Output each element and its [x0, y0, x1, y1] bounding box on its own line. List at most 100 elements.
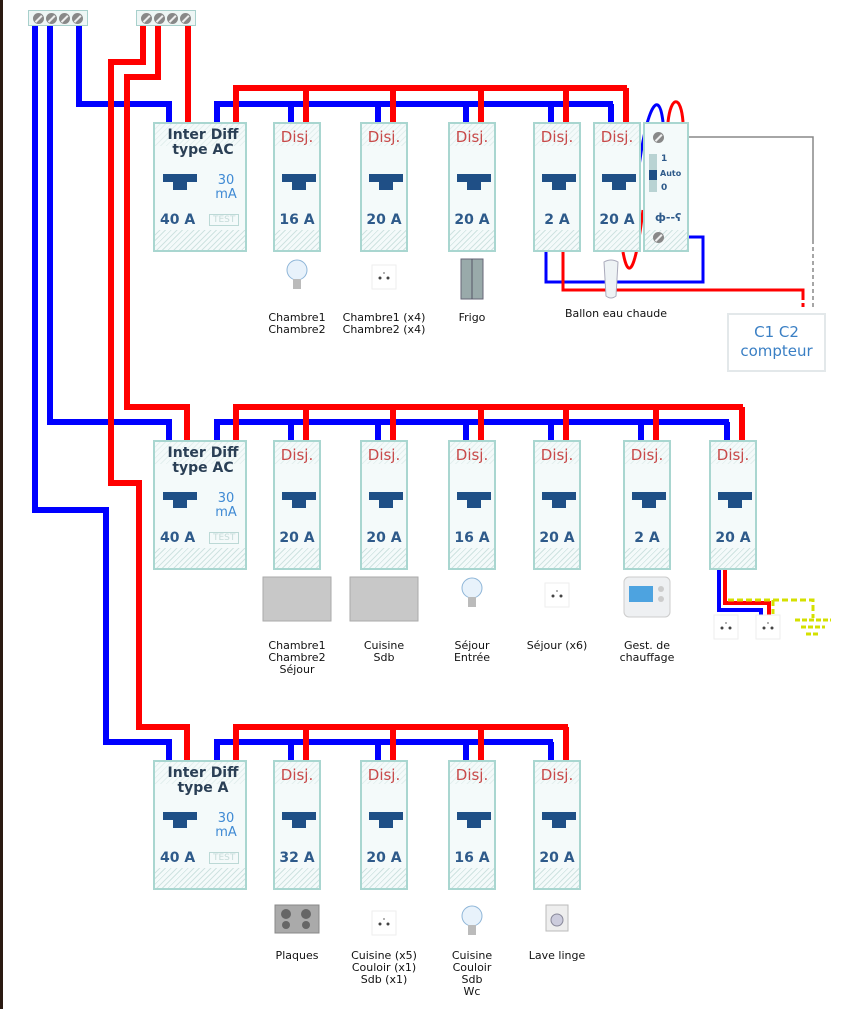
water-heater-icon	[601, 258, 621, 306]
cooktop-icon	[274, 904, 320, 938]
rcd-test-button[interactable]: TEST	[209, 214, 240, 226]
wiring	[32, 20, 815, 760]
circuit-breaker[interactable]: Disj. 20 A	[360, 760, 408, 890]
row2-extra-neutral	[717, 570, 763, 616]
load-label: Séjour Entrée	[453, 639, 491, 664]
switch-handle-icon[interactable]	[369, 174, 403, 190]
circuit-breaker[interactable]: Disj.32 A	[273, 760, 321, 890]
switch-handle-icon[interactable]	[542, 492, 576, 508]
socket-icon	[713, 614, 739, 644]
circuit-breaker[interactable]: Disj.16 A	[448, 440, 496, 570]
breaker-rating: 2 A	[544, 212, 570, 228]
switch-handle-icon[interactable]	[632, 492, 666, 508]
socket-icon	[544, 582, 570, 612]
breaker-rating: 20 A	[366, 850, 402, 866]
thermostat-icon	[623, 576, 671, 622]
screw-icon	[154, 12, 165, 24]
earth-icon	[793, 616, 833, 644]
switch-handle-icon[interactable]	[282, 812, 316, 828]
position-on-label: 1	[661, 154, 668, 164]
socket-icon	[755, 614, 781, 644]
circuit-breaker[interactable]: Disj. 2 A	[533, 122, 581, 252]
socket-icon	[371, 264, 397, 294]
light-bulb-icon	[460, 904, 484, 944]
neutral-terminal-block	[28, 10, 88, 26]
phase-bus-row3	[233, 724, 568, 760]
switch-handle-icon[interactable]	[369, 812, 403, 828]
rcd-rating: 40 A	[160, 212, 196, 228]
breaker-rating: 16 A	[279, 212, 315, 228]
phase-feed-row2	[124, 20, 190, 440]
washing-machine-icon	[545, 904, 569, 936]
breaker-rating: 20 A	[366, 212, 402, 228]
neutral-bus-row2	[214, 419, 729, 440]
breaker-title: Disj.	[540, 446, 574, 464]
row2-extra-phase	[723, 570, 771, 616]
socket-icon	[371, 910, 397, 940]
breaker-title: Disj.	[455, 446, 489, 464]
screw-icon	[180, 12, 191, 24]
circuit-breaker[interactable]: Disj.20 A	[709, 440, 757, 570]
switch-handle-icon[interactable]	[602, 174, 636, 190]
switch-handle-icon[interactable]	[369, 492, 403, 508]
screw-icon	[46, 12, 57, 24]
circuit-breaker[interactable]: Disj.20 A	[273, 440, 321, 570]
breaker-rating: 32 A	[279, 850, 315, 866]
rcd-sensitivity: 30 mA	[215, 173, 237, 202]
contactor-phase-loop	[666, 100, 685, 123]
earth-wire	[728, 598, 815, 618]
circuit-breaker[interactable]: Disj.20 A	[360, 440, 408, 570]
rcd-test-button[interactable]: TEST	[209, 532, 240, 544]
switch-handle-icon[interactable]	[457, 492, 491, 508]
switch-handle-icon[interactable]	[163, 174, 197, 190]
switch-handle-icon[interactable]	[542, 174, 576, 190]
screw-icon	[72, 12, 83, 24]
circuit-breaker[interactable]: Disj.16 A	[448, 760, 496, 890]
rcd-sensitivity: 30 mA	[215, 811, 237, 840]
load-label: Cuisine Sdb	[363, 639, 405, 664]
load-label: Chambre1 (x4) Chambre2 (x4)	[342, 311, 426, 336]
switch-handle-icon[interactable]	[457, 174, 491, 190]
switch-handle-icon[interactable]	[163, 492, 197, 508]
breaker-title: Disj.	[630, 446, 664, 464]
circuit-breaker[interactable]: Disj.20 A	[593, 122, 641, 252]
breaker-rating: 20 A	[539, 530, 575, 546]
neutral-feed-row3	[32, 20, 172, 760]
switch-handle-icon[interactable]	[163, 812, 197, 828]
circuit-breaker[interactable]: Disj.2 A	[623, 440, 671, 570]
breaker-title: Disj.	[540, 128, 574, 146]
breaker-title: Disj.	[367, 446, 401, 464]
rcd-test-button[interactable]: TEST	[209, 852, 240, 864]
breaker-title: Disj.	[600, 128, 634, 146]
day-night-contactor: 1 Auto 0 ф--ʕ	[643, 122, 689, 252]
breaker-rating: 20 A	[715, 530, 751, 546]
switch-handle-icon[interactable]	[282, 174, 316, 190]
water-heater-label: Ballon eau chaude	[564, 307, 668, 320]
breaker-title: Disj.	[367, 128, 401, 146]
breaker-rating: 20 A	[279, 530, 315, 546]
switch-handle-icon[interactable]	[718, 492, 752, 508]
switch-handle-icon[interactable]	[457, 812, 491, 828]
phase-feed-row3	[108, 20, 190, 760]
breaker-title: Disj.	[280, 128, 314, 146]
circuit-breaker[interactable]: Disj. 20 A	[360, 122, 408, 252]
circuit-breaker[interactable]: Disj. 20 A	[533, 440, 581, 570]
switch-handle-icon[interactable]	[542, 812, 576, 828]
switch-handle-icon[interactable]	[282, 492, 316, 508]
circuit-breaker[interactable]: Disj.20 A	[533, 760, 581, 890]
breaker-title: Disj.	[367, 766, 401, 784]
load-label: Chambre1 Chambre2 Séjour	[268, 639, 326, 676]
breaker-rating: 20 A	[454, 212, 490, 228]
circuit-breaker[interactable]: Disj. 16 A	[273, 122, 321, 252]
radiator-icon	[262, 576, 332, 626]
load-label: Cuisine Couloir Sdb Wc	[451, 949, 493, 998]
neutral-bus-row3	[214, 739, 553, 760]
position-off-label: 0	[661, 183, 668, 193]
mode-switch[interactable]	[649, 154, 657, 192]
breaker-rating: 16 A	[454, 850, 490, 866]
circuit-breaker[interactable]: Disj.20 A	[448, 122, 496, 252]
